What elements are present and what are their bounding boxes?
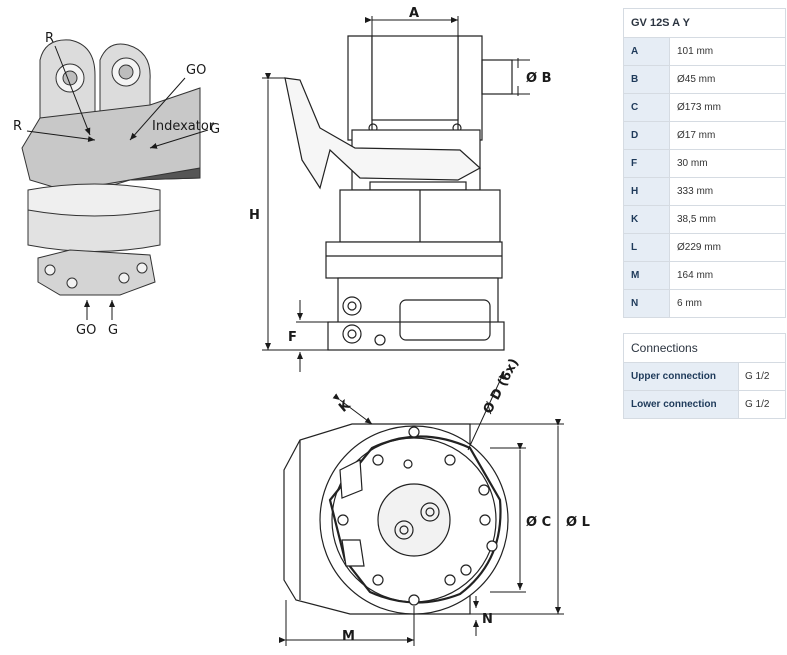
spec-value: 164 mm: [677, 270, 714, 281]
spec-value: Ø45 mm: [677, 74, 716, 85]
specifications-table: GV 12S A Y A 101 mm B Ø45 mm C Ø173 mm D Ø17…: [623, 8, 786, 318]
spec-row: A 101 mm: [624, 38, 785, 66]
spec-key: A: [624, 38, 670, 65]
connection-key: Upper connection: [624, 363, 739, 390]
connections-title: Connections: [624, 334, 785, 363]
spec-key: H: [624, 178, 670, 205]
spec-value: 333 mm: [677, 186, 714, 197]
dim-f-label: F: [288, 330, 297, 345]
spec-title: GV 12S A Y: [624, 9, 785, 38]
dim-a-label: A: [409, 6, 419, 21]
spec-row: N 6 mm: [624, 290, 785, 317]
spec-value: Ø229 mm: [677, 242, 721, 253]
label-r-left: R: [13, 119, 22, 134]
label-r-top: R: [45, 31, 54, 46]
connection-value: G 1/2: [745, 371, 770, 382]
spec-row: D Ø17 mm: [624, 122, 785, 150]
label-go-bottom: GO: [76, 323, 96, 338]
dim-d-label: Ø D (6x): [481, 356, 523, 416]
label-go-top: GO: [186, 63, 206, 78]
spec-row: K 38,5 mm: [624, 206, 785, 234]
spec-key: C: [624, 94, 670, 121]
dim-m-label: M: [342, 629, 355, 644]
spec-row: M 164 mm: [624, 262, 785, 290]
spec-row: H 333 mm: [624, 178, 785, 206]
spec-value: 6 mm: [677, 298, 702, 309]
spec-value: 30 mm: [677, 158, 708, 169]
dim-n-label: N: [482, 612, 493, 627]
dim-c-label: Ø C: [526, 515, 551, 530]
spec-key: L: [624, 234, 670, 261]
spec-row: C Ø173 mm: [624, 94, 785, 122]
spec-row: B Ø45 mm: [624, 66, 785, 94]
top-dimensions: [279, 371, 564, 646]
brand-text: Indexator: [152, 119, 215, 134]
spec-key: K: [624, 206, 670, 233]
connection-row: Upper connection G 1/2: [624, 363, 785, 391]
dim-b-label: Ø B: [526, 71, 552, 86]
connection-key: Lower connection: [624, 391, 739, 418]
front-dimensions: [262, 16, 530, 372]
spec-key: B: [624, 66, 670, 93]
spec-key: D: [624, 122, 670, 149]
dim-h-label: H: [249, 208, 260, 223]
spec-value: 38,5 mm: [677, 214, 716, 225]
isometric-view: Indexator: [21, 39, 215, 320]
front-view: [284, 35, 513, 351]
spec-row: F 30 mm: [624, 150, 785, 178]
top-view: [283, 423, 509, 615]
spec-key: F: [624, 150, 670, 177]
spec-value: Ø173 mm: [677, 102, 721, 113]
spec-row: L Ø229 mm: [624, 234, 785, 262]
label-g-right: G: [210, 122, 220, 137]
connection-value: G 1/2: [745, 399, 770, 410]
label-g-bottom: G: [108, 323, 118, 338]
connection-row: Lower connection G 1/2: [624, 391, 785, 418]
spec-key: N: [624, 290, 670, 317]
spec-key: M: [624, 262, 670, 289]
dim-k-label: K: [336, 397, 354, 416]
spec-value: 101 mm: [677, 46, 714, 57]
technical-drawing: Indexator R R GO G GO G: [13, 6, 590, 646]
dim-l-label: Ø L: [566, 515, 590, 530]
spec-value: Ø17 mm: [677, 130, 716, 141]
connections-table: Connections Upper connection G 1/2 Lower …: [623, 333, 786, 419]
